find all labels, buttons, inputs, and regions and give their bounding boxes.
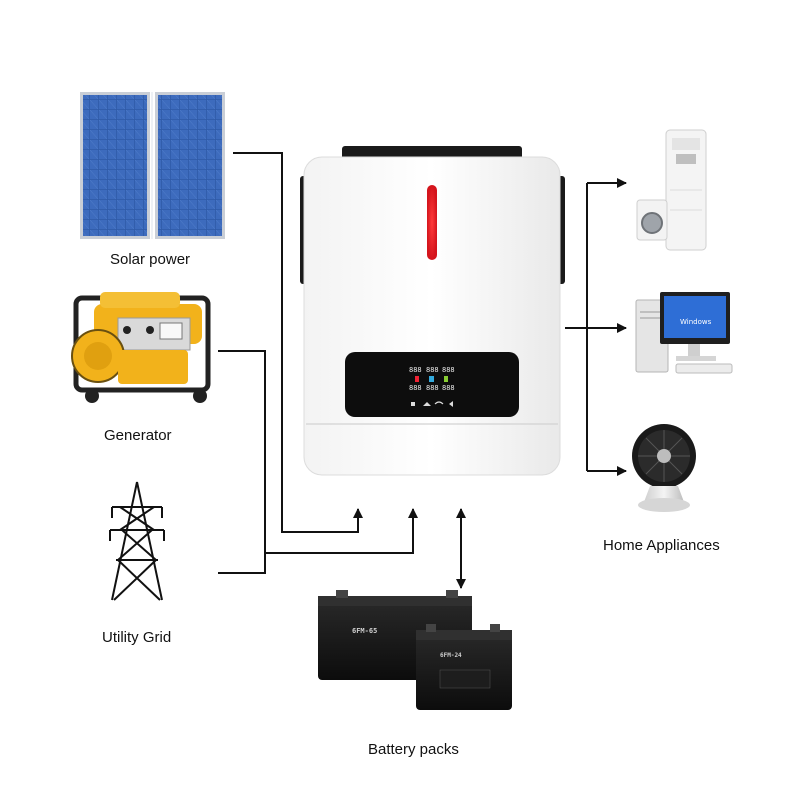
air-conditioner-icon	[665, 129, 707, 251]
grid-line	[218, 508, 418, 574]
connection-lines	[218, 152, 627, 589]
small-battery-model: 6FM-24	[440, 652, 462, 659]
lcd-readouts: 888 888 888 888 888 888	[409, 366, 455, 392]
wifi-icon[interactable]	[434, 401, 444, 405]
generator-label: Generator	[104, 427, 172, 444]
menu-icon[interactable]	[411, 402, 415, 406]
large-battery-model: 6FM-65	[352, 627, 377, 635]
hybrid-inverter-icon: 888 888 888 888 888 888	[300, 146, 565, 476]
screen-text: Windows	[680, 318, 712, 326]
readout-4: 888	[409, 384, 422, 392]
solar-power-label: Solar power	[110, 251, 191, 268]
generator-icon	[71, 292, 211, 403]
readout-6: 888	[442, 384, 455, 392]
generator-line	[218, 350, 266, 553]
utility-grid-label: Utility Grid	[102, 629, 172, 646]
lcd-buttons	[411, 401, 453, 407]
solar-panels-icon	[80, 92, 225, 239]
status-light-bar	[427, 185, 437, 260]
lcd-display	[345, 352, 519, 417]
readout-5: 888	[426, 384, 439, 392]
solar-line	[233, 152, 363, 533]
back-icon[interactable]	[449, 401, 453, 407]
desktop-computer-icon: Windows	[635, 292, 733, 374]
readout-1: 888	[409, 366, 422, 374]
power-tower-icon	[109, 481, 165, 601]
readout-2: 888	[426, 366, 439, 374]
readout-3: 888	[442, 366, 455, 374]
fan-icon	[632, 424, 696, 512]
home-appliances-label: Home Appliances	[603, 537, 720, 554]
up-icon[interactable]	[423, 402, 431, 406]
washing-machine-icon	[636, 199, 668, 241]
battery-icon: 6FM-65 6FM-24	[318, 590, 512, 710]
battery-packs-label: Battery packs	[368, 741, 459, 758]
